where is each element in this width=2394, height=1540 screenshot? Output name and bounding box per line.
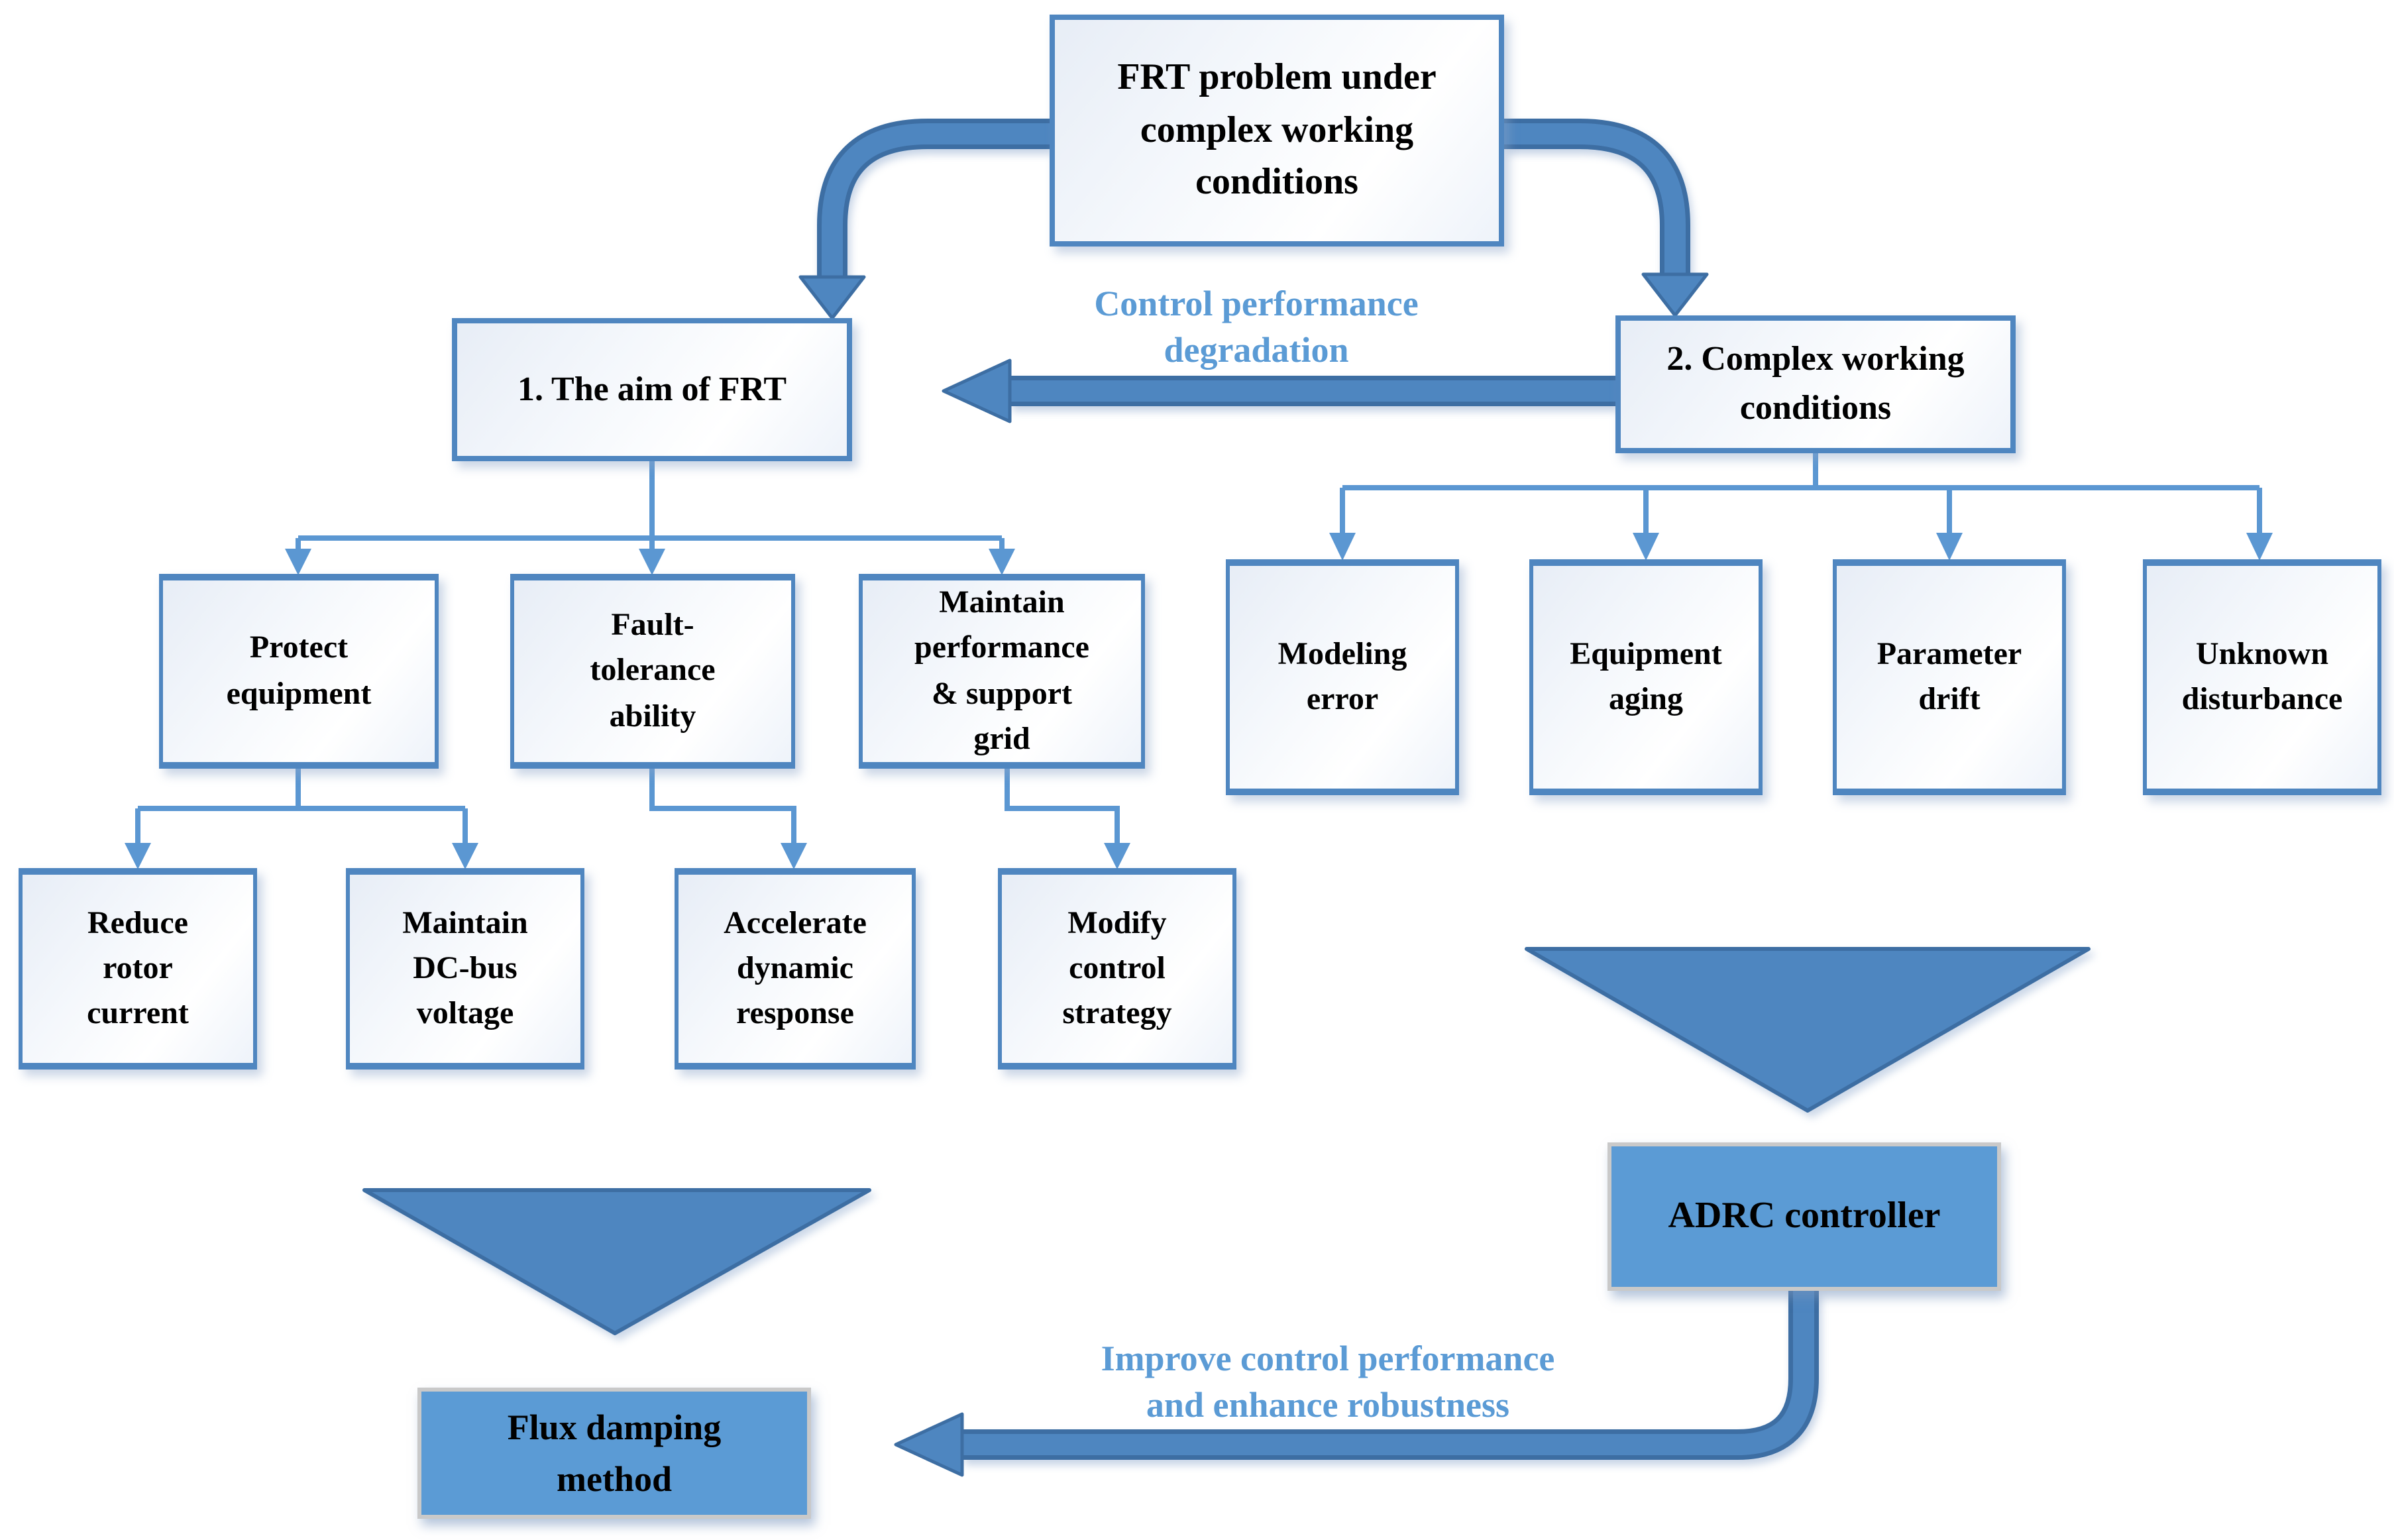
improvement-annotation: Improve control performance and enhance … (1101, 1339, 1555, 1425)
node-protect-equipment: Protect equipment (159, 574, 439, 769)
node-maintain-performance-support-grid: Maintain performance & support grid (859, 574, 1145, 769)
arrowhead-to-reduce-icon (125, 843, 151, 869)
node-frt-problem: FRT problem under complex working condit… (1050, 15, 1504, 247)
improvement-arrow-fill (962, 1291, 1814, 1455)
arrowhead-to-unknown-icon (2246, 533, 2273, 561)
degradation-annotation: Control performance degradation (1094, 284, 1419, 370)
node-modify-control-strategy: Modify control strategy (998, 868, 1236, 1070)
node-accelerate-dynamic-response: Accelerate dynamic response (675, 868, 916, 1070)
node-complex-working-conditions: 2. Complex working conditions (1615, 315, 2016, 453)
arrowhead-to-protect-icon (285, 549, 311, 575)
node-adrc-controller: ADRC controller (1607, 1142, 2001, 1291)
root-to-aim-arrowhead-icon (798, 275, 866, 320)
node-reduce-rotor-current: Reduce rotor current (19, 868, 257, 1070)
aim-subtree-lines (296, 461, 1005, 551)
node-flux-damping-method: Flux damping method (417, 1388, 811, 1519)
node-unknown-disturbance: Unknown disturbance (2143, 559, 2381, 795)
goal-action-lines (135, 769, 1120, 846)
degradation-arrowhead-icon (942, 358, 1012, 423)
arrowhead-to-accelerate-icon (781, 843, 807, 869)
complex-subtree-lines (1340, 453, 2262, 535)
node-equipment-aging: Equipment aging (1529, 559, 1763, 795)
node-parameter-drift: Parameter drift (1833, 559, 2066, 795)
arrowhead-to-modify-icon (1104, 843, 1130, 869)
arrowhead-to-fault-icon (639, 549, 665, 575)
right-summary-triangle-icon (1525, 947, 2091, 1113)
arrowhead-to-parameter-icon (1936, 533, 1963, 561)
node-fault-tolerance-ability: Fault- tolerance ability (510, 574, 795, 769)
arrowhead-to-modeling-icon (1329, 533, 1356, 561)
arrowhead-to-dcbus-icon (452, 843, 478, 869)
node-aim-of-frt: 1. The aim of FRT (452, 318, 852, 461)
arrowhead-to-equipment-icon (1633, 533, 1659, 561)
arrowhead-to-maintain-icon (989, 549, 1015, 575)
left-summary-triangle-icon (362, 1188, 871, 1335)
improvement-arrowhead-icon (894, 1412, 964, 1477)
node-modeling-error: Modeling error (1226, 559, 1459, 795)
root-to-complex-arrow-fill (1504, 123, 1686, 277)
root-to-aim-arrow-fill (822, 123, 1050, 280)
node-maintain-dc-bus-voltage: Maintain DC-bus voltage (346, 868, 584, 1070)
root-to-complex-arrowhead-icon (1641, 272, 1709, 317)
